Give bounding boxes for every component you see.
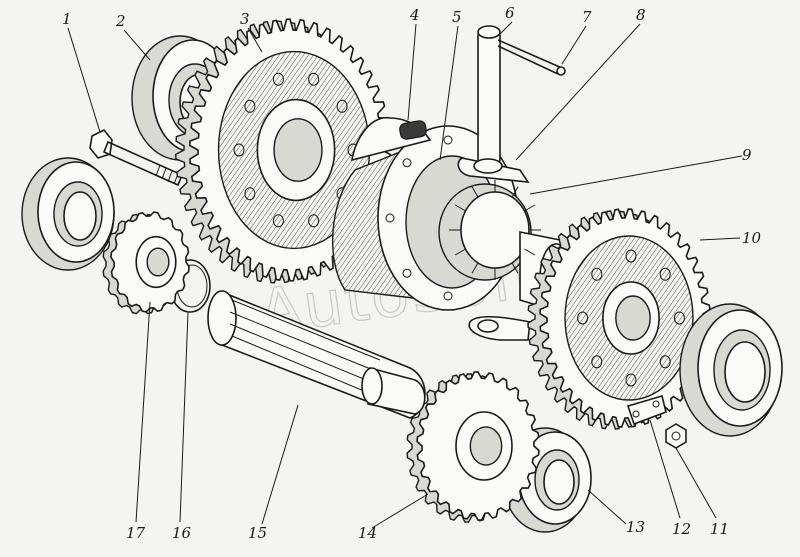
callout-15: 15	[248, 524, 267, 542]
right-gear	[527, 208, 711, 430]
callout-9: 9	[742, 146, 752, 164]
callout-3: 3	[240, 10, 250, 28]
callout-10: 10	[742, 229, 762, 247]
bearing-right	[679, 303, 783, 437]
callout-5: 5	[452, 8, 462, 26]
callout-17: 17	[126, 524, 146, 542]
splined-shaft	[207, 290, 426, 419]
nut	[665, 423, 687, 449]
callout-13: 13	[626, 518, 645, 536]
lock-plate-upper	[457, 157, 530, 183]
bolt	[89, 128, 184, 187]
cross-pin	[477, 25, 566, 166]
bearing-left	[21, 157, 115, 271]
callout-16: 16	[172, 524, 192, 542]
leader-lines	[67, 21, 743, 529]
lower-gear	[406, 371, 540, 523]
callout-numbers: 1 2 3 4 5 6 7 8 9 10 11 12 13 14 15 16 1…	[62, 4, 762, 542]
callout-2: 2	[115, 12, 126, 30]
callout-14: 14	[358, 524, 377, 542]
lock-washer	[626, 394, 667, 426]
callout-6: 6	[505, 4, 515, 22]
small-gear	[102, 211, 190, 315]
callout-1: 1	[62, 10, 72, 28]
callout-12: 12	[672, 520, 691, 538]
callout-4: 4	[409, 6, 420, 24]
lock-plate-lower	[468, 315, 531, 341]
callout-7: 7	[582, 8, 592, 26]
callout-8: 8	[636, 6, 646, 24]
callout-11: 11	[710, 520, 729, 538]
